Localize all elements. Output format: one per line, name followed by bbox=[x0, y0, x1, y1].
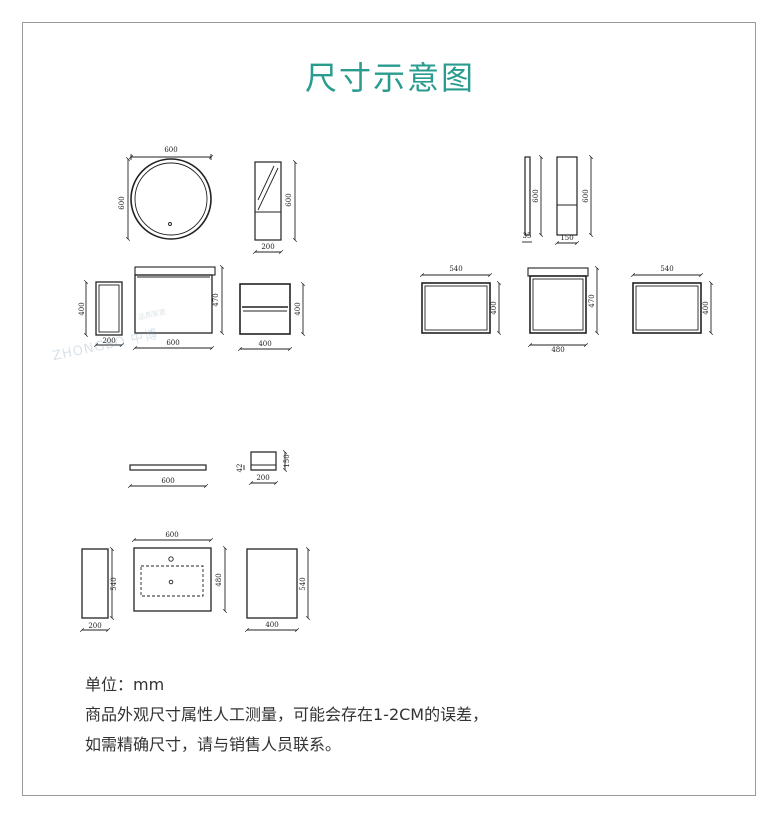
dim-label: 600 bbox=[118, 196, 126, 209]
dim-label: 600 bbox=[161, 477, 174, 485]
flat-mirror-side bbox=[522, 154, 544, 243]
back-mid-frame bbox=[527, 265, 600, 348]
dim-label: 400 bbox=[265, 621, 278, 629]
back-left-frame bbox=[419, 272, 502, 336]
back-right-frame bbox=[630, 272, 714, 336]
dim-label: 540 bbox=[299, 577, 307, 590]
dim-label: 600 bbox=[285, 193, 293, 206]
cabinet-side bbox=[554, 154, 594, 246]
dim-label: 600 bbox=[582, 189, 590, 202]
dim-label: 400 bbox=[294, 302, 302, 315]
dim-label: 540 bbox=[660, 265, 673, 273]
notes-section: 单位：mm 商品外观尺寸属性人工测量，可能会存在1-2CM的误差， 如需精确尺寸… bbox=[85, 670, 488, 760]
dim-label: 200 bbox=[88, 622, 101, 630]
dim-label: 600 bbox=[166, 339, 179, 347]
dim-label: 400 bbox=[702, 301, 710, 314]
basin-top bbox=[131, 537, 228, 614]
basin-side bbox=[79, 546, 115, 633]
dim-label: 540 bbox=[110, 577, 118, 590]
dim-label: 150 bbox=[560, 234, 573, 242]
dim-label: 400 bbox=[258, 340, 271, 348]
dim-label: 200 bbox=[102, 337, 115, 345]
dim-label: 470 bbox=[588, 294, 596, 307]
basin-right bbox=[244, 546, 311, 633]
side-cabinet bbox=[83, 279, 125, 348]
unit-note: 单位：mm bbox=[85, 675, 165, 694]
watermark-text: ZHONGBO 中博 bbox=[51, 327, 160, 364]
main-cabinet bbox=[132, 264, 225, 351]
dim-label: 470 bbox=[212, 293, 220, 306]
dim-label: 600 bbox=[532, 189, 540, 202]
mirror-cabinet bbox=[252, 159, 298, 255]
dim-label: 400 bbox=[490, 301, 498, 314]
dim-label: 480 bbox=[551, 346, 564, 354]
dim-label: 200 bbox=[261, 243, 274, 251]
dim-label: 42 bbox=[236, 464, 244, 473]
dim-label: 480 bbox=[215, 573, 223, 586]
contact-note: 如需精确尺寸，请与销售人员联系。 bbox=[85, 735, 342, 754]
dim-label: 200 bbox=[256, 474, 269, 482]
dim-label: 540 bbox=[449, 265, 462, 273]
dim-label: 35 bbox=[523, 232, 532, 240]
dim-label: 150 bbox=[283, 454, 291, 467]
shelf-unit bbox=[237, 281, 306, 352]
page-title: 尺寸示意图 bbox=[304, 59, 475, 97]
top-side bbox=[243, 449, 288, 486]
page-frame bbox=[22, 22, 756, 796]
top-plate bbox=[127, 464, 209, 489]
tolerance-note: 商品外观尺寸属性人工测量，可能会存在1-2CM的误差， bbox=[85, 705, 489, 724]
watermark-subtext: 品质家居 bbox=[137, 307, 166, 322]
dim-label: 400 bbox=[78, 302, 86, 315]
dim-label: 600 bbox=[165, 531, 178, 539]
dim-label: 600 bbox=[164, 146, 177, 154]
round-mirror bbox=[125, 154, 214, 242]
